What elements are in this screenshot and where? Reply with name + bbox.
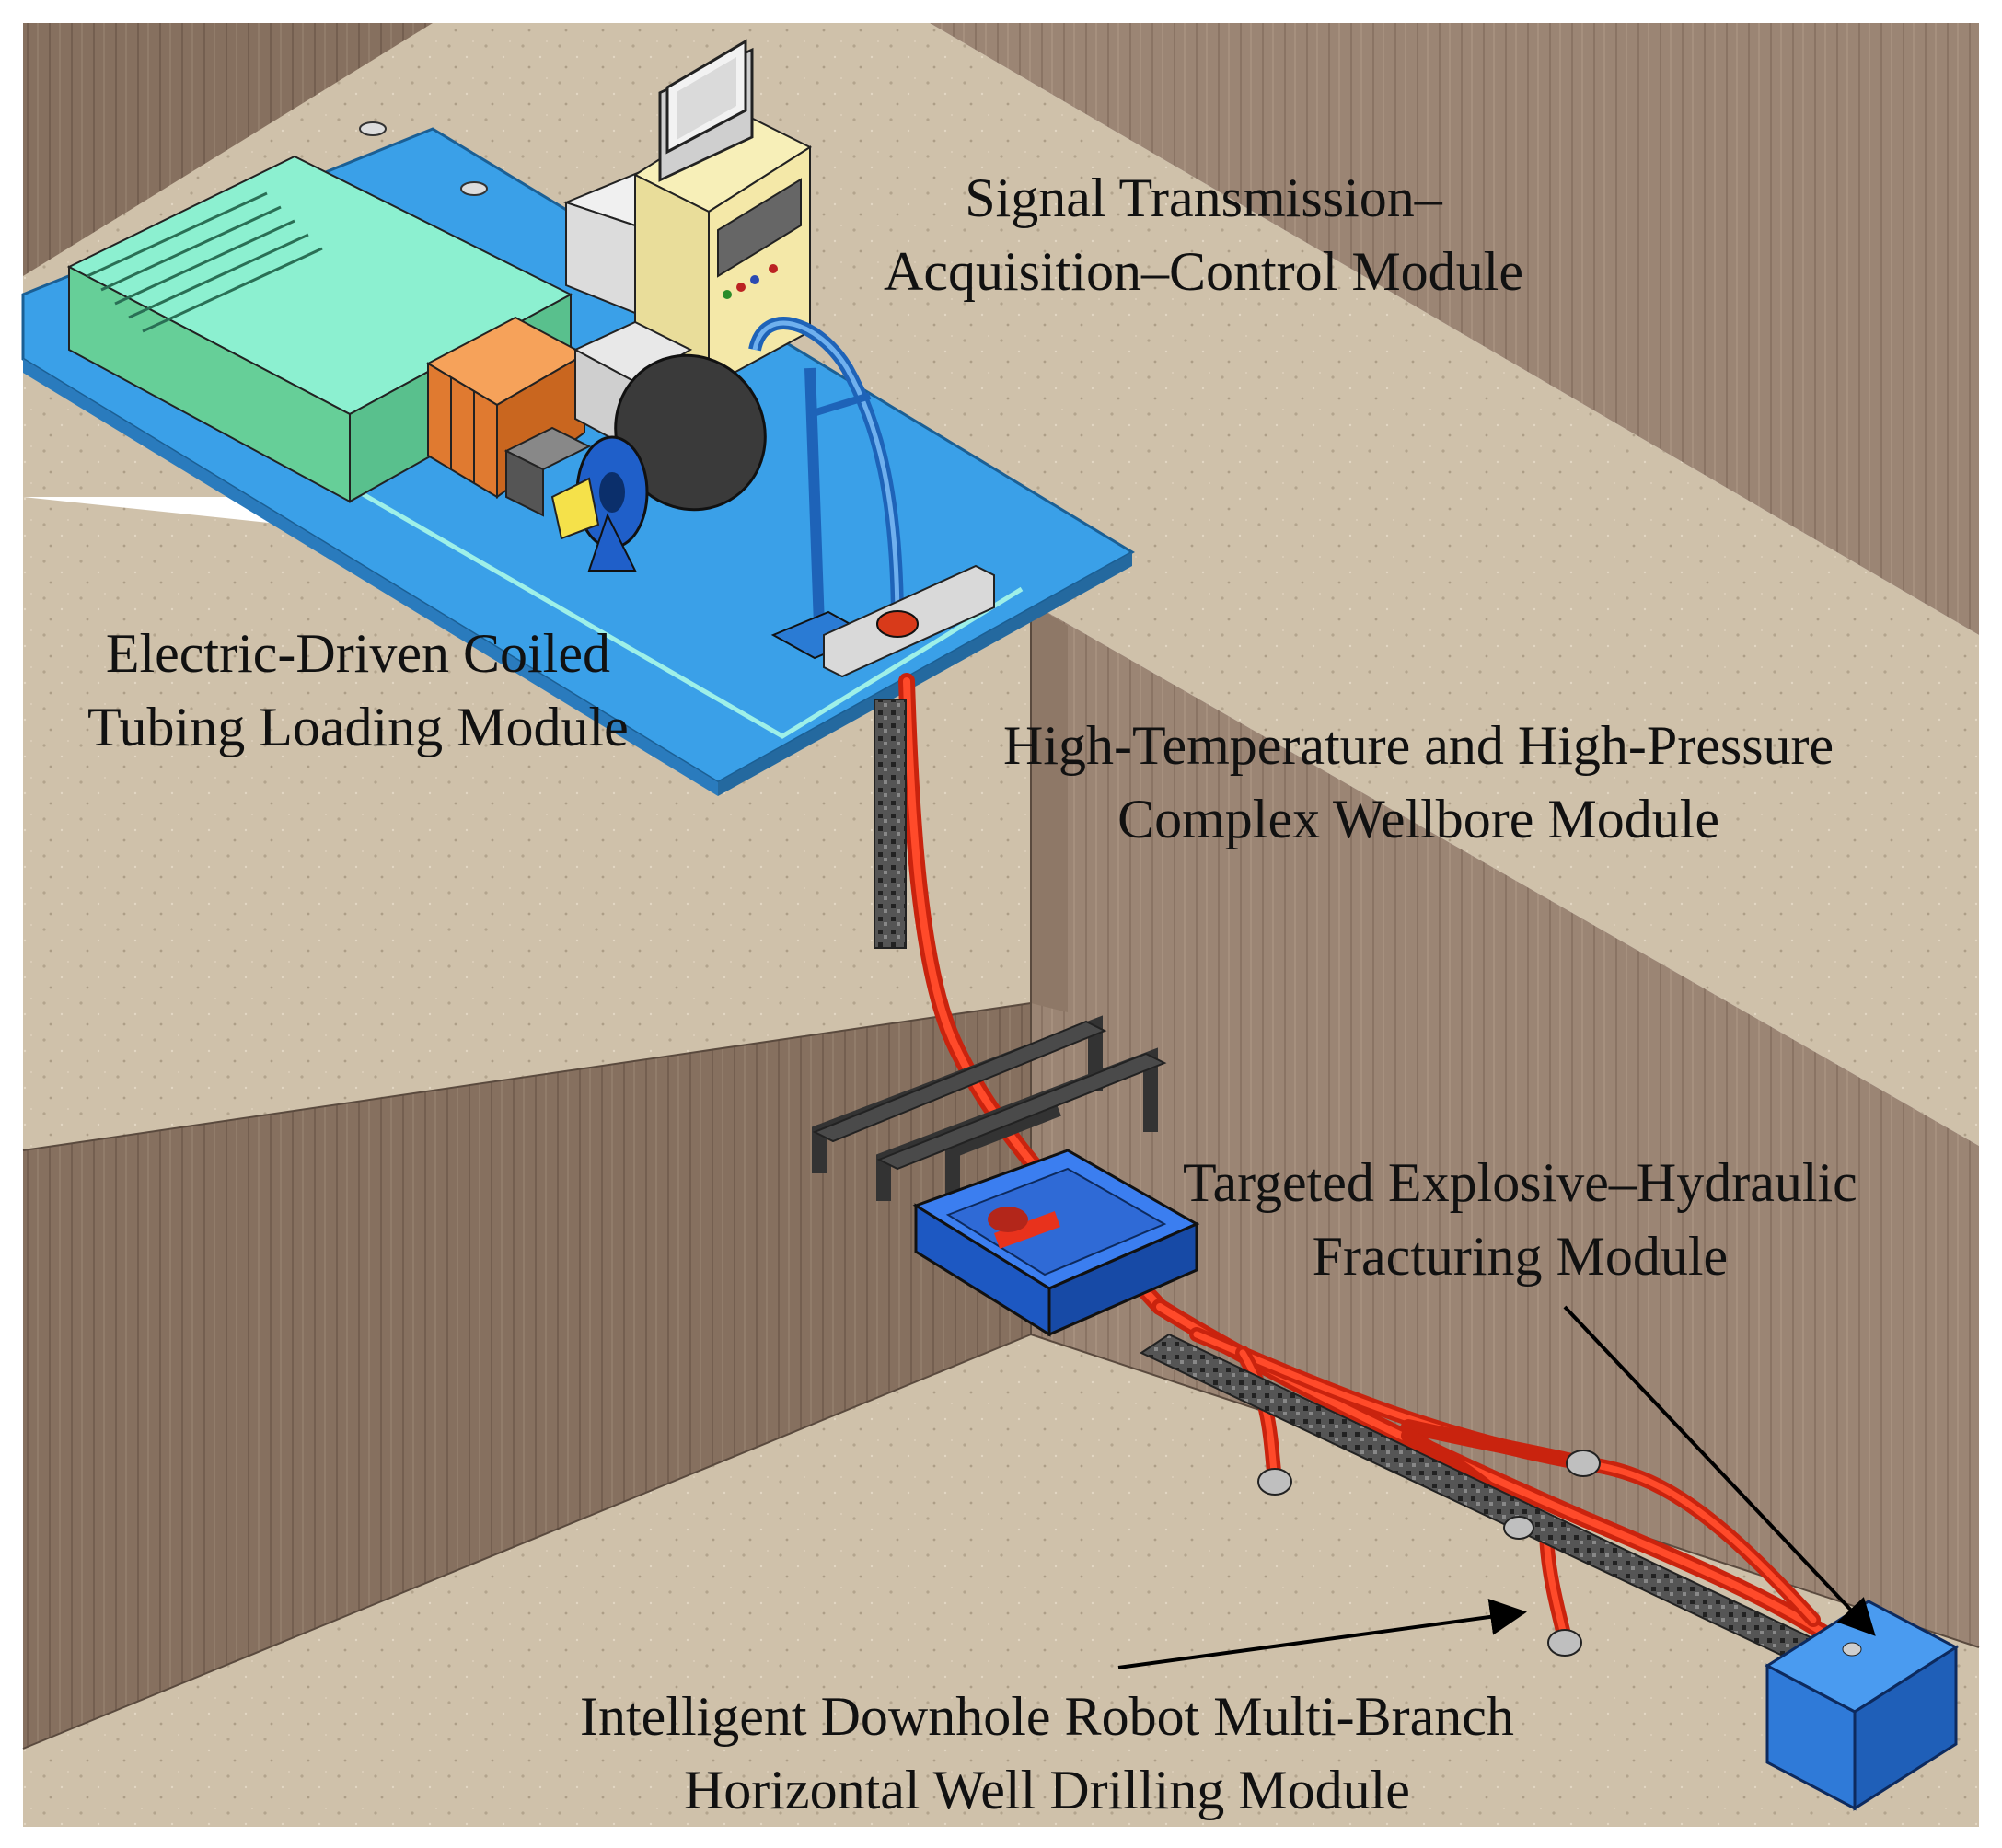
wellbore-module-label: High-Temperature and High-Pressure Compl… bbox=[1003, 709, 1834, 856]
platform-edge bbox=[23, 359, 718, 796]
signal-module-label-line2: Acquisition–Control Module bbox=[884, 241, 1523, 302]
fracturing-tank bbox=[912, 1149, 1200, 1337]
fracturing-module-label: Targeted Explosive–Hydraulic Fracturing … bbox=[1183, 1146, 1857, 1293]
coiled-tubing-module-label: Electric-Driven Coiled Tubing Loading Mo… bbox=[87, 617, 629, 764]
drilling-arrow bbox=[1117, 1599, 1527, 1669]
robot-heads bbox=[1257, 1450, 1601, 1657]
support-frame-tops bbox=[812, 1020, 1167, 1171]
left-upper-wall bbox=[23, 23, 433, 276]
platform-edge-right bbox=[718, 552, 1132, 796]
shaft-crawler-track bbox=[874, 699, 907, 949]
wellbore-module-label-line2: Complex Wellbore Module bbox=[1117, 789, 1720, 849]
lower-floor bbox=[23, 1334, 1979, 1827]
injector-arch bbox=[748, 317, 995, 678]
right-back-wall-upper bbox=[930, 23, 1979, 635]
horizontal-branches bbox=[1151, 1299, 1840, 1646]
fracturing-module-label-line1: Targeted Explosive–Hydraulic bbox=[1183, 1152, 1857, 1213]
control-cabinet bbox=[632, 39, 813, 388]
tubing-reel bbox=[550, 353, 767, 572]
fracturing-module-label-line2: Fracturing Module bbox=[1312, 1226, 1729, 1287]
target-block bbox=[1765, 1600, 1959, 1811]
coiled-tubing-module-label-line2: Tubing Loading Module bbox=[87, 697, 629, 757]
wellbore-module-label-line1: High-Temperature and High-Pressure bbox=[1003, 715, 1834, 776]
signal-module-label: Signal Transmission– Acquisition–Control… bbox=[884, 161, 1523, 308]
coiled-tubing-module-label-line1: Electric-Driven Coiled bbox=[105, 623, 610, 684]
drilling-module-label: Intelligent Downhole Robot Multi-Branch … bbox=[580, 1680, 1514, 1827]
drilling-module-label-line1: Intelligent Downhole Robot Multi-Branch bbox=[580, 1686, 1514, 1747]
signal-module-label-line1: Signal Transmission– bbox=[965, 167, 1442, 228]
shaft-back-wall bbox=[1031, 603, 1068, 1012]
platform-rail bbox=[302, 457, 1024, 739]
left-shaft-wall bbox=[23, 1003, 1031, 1749]
fracturing-arrow bbox=[1563, 1305, 1876, 1636]
drilling-module-label-line2: Horizontal Well Drilling Module bbox=[683, 1760, 1410, 1820]
